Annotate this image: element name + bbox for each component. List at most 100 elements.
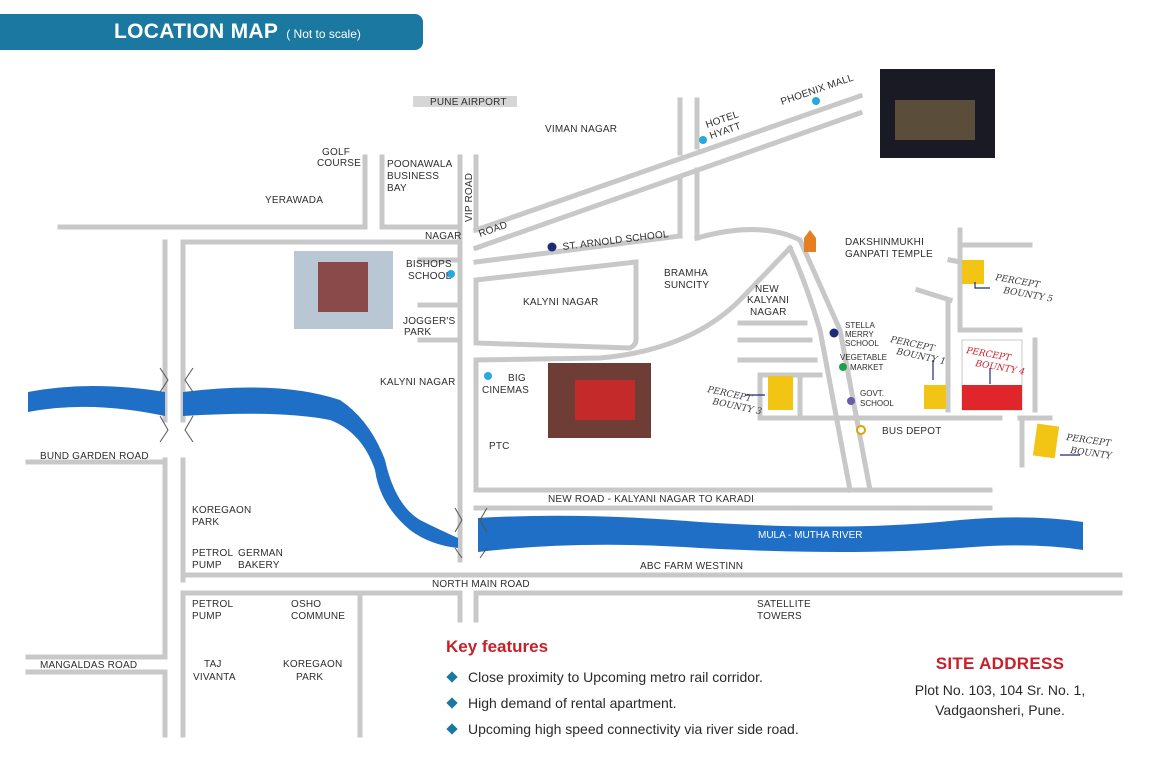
bounty5-arrow [974,282,990,289]
label-bakery: BAKERY [238,560,280,571]
label-stella: STELLA [845,321,875,330]
label-bay: BAY [387,183,407,194]
label-bramha: BRAMHA [664,268,708,279]
label-suncity: SUNCITY [664,280,709,291]
bounty-plot [1032,423,1060,459]
road-kalyni-curve [473,244,794,363]
label-pump-1: PUMP [192,560,222,571]
road-st-arnold [473,233,683,265]
label-vivanta: VIVANTA [193,672,236,683]
label-nagar: NAGAR [425,231,462,242]
bishops-marker [447,270,455,278]
diamond-bullet-icon [446,723,458,735]
site-address: SITE ADDRESS Plot No. 103, 104 Sr. No. 1… [880,654,1120,720]
vegetable-marker [839,363,847,371]
hotel-hyatt-marker [699,136,707,144]
photos [294,69,995,438]
bridge-mark-east-2 [479,507,488,559]
key-feature-text: Upcoming high speed connectivity via riv… [468,721,799,737]
bishops-photo-building [318,262,368,312]
bridge-mark-west-2 [184,367,194,443]
label-joggers: JOGGER'S [403,316,456,327]
temple-icon [804,230,816,252]
label-commune: COMMUNE [291,611,345,622]
road-nagar-diagonal-2 [472,109,864,252]
label-cinemas: CINEMAS [482,385,529,396]
label-koregaon-2: KOREGAON [283,659,342,670]
label-dakshinmukhi: DAKSHINMUKHI [845,237,924,248]
label-park-2: PARK [296,672,323,683]
label-osho: OSHO [291,599,321,610]
label-bishops: BISHOPS [406,259,452,270]
key-feature-text: Close proximity to Upcoming metro rail c… [468,669,763,685]
road-nagar-diagonal-1 [472,92,864,234]
bounty1-plot [924,385,946,409]
river-koregaon [183,387,458,548]
phoenix-mall-marker [812,97,820,105]
label-business: BUSINESS [387,171,439,182]
label-merry: MERRY [845,330,874,339]
label-bus-depot: BUS DEPOT [882,426,942,437]
bus-depot-marker [856,425,866,435]
label-poonawala: POONAWALA [387,159,453,170]
label-new: NEW [755,284,779,295]
key-features-title: Key features [446,637,549,656]
label-viman-nagar: VIMAN NAGAR [545,124,617,135]
key-features: Key features Close proximity to Upcoming… [446,637,886,747]
project-markers [745,260,1080,459]
key-feature-item: High demand of rental apartment. [446,695,886,711]
label-pune-airport: PUNE AIRPORT [430,97,507,108]
label-market: MARKET [850,363,883,372]
label-vip-road: VIP ROAD [464,173,475,222]
label-abc-farm: ABC FARM WESTINN [640,561,743,572]
label-petrol-1: PETROL [192,548,233,559]
label-towers: TOWERS [757,611,802,622]
point-markers [413,96,866,435]
label-nagar-nk: NAGAR [750,307,787,318]
bounty5-plot [962,260,984,284]
label-kalyani: KALYANI [747,295,789,306]
big-cinemas-photo-building [575,380,635,420]
bridge-mark-east [454,507,463,559]
label-course: COURSE [317,158,361,169]
label-north-main: NORTH MAIN ROAD [432,579,530,590]
bridge-mark-west [159,367,169,443]
site-address-line2: Vadgaonsheri, Pune. [935,702,1065,718]
label-new-road: NEW ROAD - KALYANI NAGAR TO KARADI [548,494,754,505]
map-subtitle: ( Not to scale) [286,26,361,41]
river-mula-mutha-label: MULA - MUTHA RIVER [758,530,862,541]
label-mangaldas: MANGALDAS ROAD [40,660,137,671]
road-new-kalyani [786,244,853,493]
key-feature-item: Upcoming high speed connectivity via riv… [446,721,886,737]
govt-school-marker [847,397,855,405]
phoenix-mall-photo-detail [895,100,975,140]
label-vegetable: VEGETABLE [840,353,887,362]
label-stella-school: SCHOOL [845,339,879,348]
map-title: LOCATION MAP [114,20,279,43]
label-park: PARK [404,327,431,338]
diamond-bullet-icon [446,697,458,709]
label-kalyni-nagar-1: KALYNI NAGAR [523,297,599,308]
label-kalyni-nagar-2: KALYNI NAGAR [380,377,456,388]
label-pump-2: PUMP [192,611,222,622]
label-school: SCHOOL [408,271,452,282]
label-golf: GOLF [322,147,350,158]
label-govt: GOVT. [860,389,884,398]
label-ganpati-temple: GANPATI TEMPLE [845,249,933,260]
road-dakshinmukhi [693,226,993,493]
stella-marker [829,328,839,338]
diamond-bullet-icon [446,671,458,683]
road-kalyni-block [473,259,639,351]
label-govt-school: SCHOOL [860,399,894,408]
label-st-arnold: ST. ARNOLD SCHOOL [562,229,670,253]
road-b1-diag [914,286,954,304]
key-feature-item: Close proximity to Upcoming metro rail c… [446,669,886,685]
bounty4-plot [962,385,1022,410]
rivers: MULA - MUTHA RIVER [28,367,1083,559]
river-west [28,386,165,416]
bounty3-plot [768,376,793,410]
river-mula-mutha [478,515,1083,552]
label-petrol-2: PETROL [192,599,233,610]
road-b5-stub [947,257,963,265]
